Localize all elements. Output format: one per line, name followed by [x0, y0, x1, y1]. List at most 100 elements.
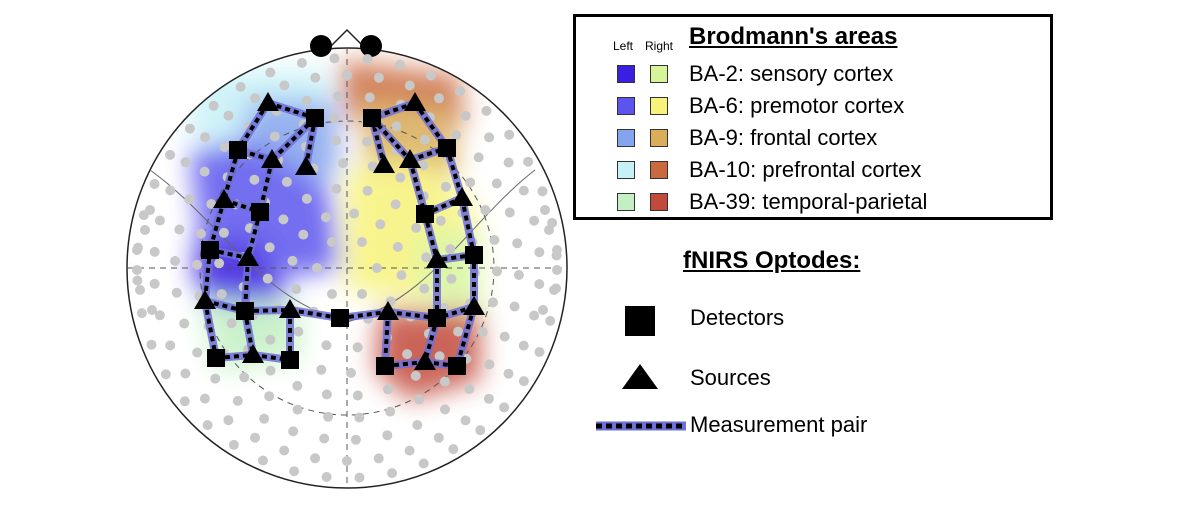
grid-dot [455, 86, 466, 97]
grid-dot [387, 468, 398, 479]
grid-dot [445, 244, 456, 255]
grid-dot [481, 105, 492, 116]
grid-dot [289, 466, 300, 477]
grid-dot [323, 411, 334, 422]
legend-row: BA-10: prefrontal cortex [576, 157, 1050, 187]
grid-dot [402, 349, 413, 360]
grid-dot [529, 310, 540, 321]
legend-area-label: BA-2: sensory cortex [689, 61, 894, 86]
grid-dot [404, 80, 415, 91]
channel-dash [423, 213, 439, 261]
source-marker [279, 299, 301, 318]
grid-dot [538, 305, 548, 315]
grid-dot [480, 205, 491, 215]
grid-dot [287, 255, 298, 266]
grid-dot [288, 426, 299, 437]
grid-dot [364, 92, 375, 103]
grid-dot [265, 67, 276, 78]
grid-dot [419, 134, 430, 145]
grid-dot [199, 166, 210, 177]
grid-dot [154, 310, 165, 321]
detector-marker [428, 309, 446, 327]
optodes-title: fNIRS Optodes: [683, 247, 861, 274]
nasion-marker-right [360, 35, 382, 57]
grid-dot [421, 252, 432, 263]
detector-marker [416, 205, 434, 223]
grid-dot [239, 372, 250, 383]
grid-dot [154, 215, 165, 226]
grid-dot [540, 205, 550, 215]
grid-dot [165, 149, 176, 160]
right-swatch [650, 129, 668, 147]
grid-dot [136, 308, 147, 319]
grid-dot [460, 110, 471, 121]
grid-dot [140, 225, 150, 235]
grid-dot [338, 158, 348, 169]
left-swatch [617, 193, 635, 211]
grid-dot [396, 270, 407, 281]
detector-marker [363, 109, 381, 127]
channel-dash [203, 300, 218, 359]
grid-dot [419, 283, 430, 294]
grid-dot [460, 415, 471, 426]
legend-area-label: BA-39: temporal-parietal [689, 189, 928, 214]
right-swatch [650, 161, 668, 179]
pair-label: Measurement pair [690, 412, 868, 437]
detector-marker [465, 246, 483, 264]
grid-dot [499, 402, 510, 413]
grid-dot [483, 393, 494, 404]
grid-dot [448, 444, 459, 455]
legend-title: Brodmann's areas [689, 23, 898, 50]
sources-label: Sources [690, 365, 771, 390]
right-swatch [650, 193, 668, 211]
left-swatch [617, 97, 635, 115]
grid-dot [383, 384, 393, 395]
grid-dot [210, 373, 221, 384]
grid-dot [440, 181, 451, 192]
legend-row: BA-39: temporal-parietal [576, 189, 1050, 219]
grid-dot [316, 364, 327, 375]
grid-dot [171, 287, 182, 298]
grid-dot [278, 214, 289, 225]
left-swatch [617, 161, 635, 179]
grid-dot [329, 113, 340, 124]
grid-dot [426, 70, 436, 81]
grid-dot [513, 270, 524, 280]
grid-dot [504, 207, 515, 218]
grid-dot [523, 156, 534, 167]
grid-dot [414, 394, 425, 405]
grid-dot [250, 432, 260, 443]
grid-dot [135, 285, 145, 295]
channel-dash [244, 308, 291, 313]
left-swatch [617, 65, 635, 83]
source-key-icon [622, 364, 658, 389]
grid-dot [373, 453, 384, 464]
grid-dot [149, 246, 160, 257]
legend-col-right: Right [645, 39, 674, 53]
grid-dot [352, 390, 363, 401]
grid-dot [372, 263, 382, 273]
grid-dot [544, 225, 554, 235]
grid-dot [331, 135, 342, 146]
grid-dot [146, 339, 157, 350]
grid-dot [453, 326, 464, 337]
grid-dot [518, 185, 529, 196]
grid-dot [549, 285, 559, 295]
grid-dot [281, 176, 292, 187]
legend-box: Brodmann's areas Left Right BA-2: sensor… [573, 14, 1053, 220]
grid-dot [202, 420, 213, 431]
grid-dot [226, 318, 237, 329]
grid-dot [327, 289, 337, 299]
grid-dot [475, 425, 486, 436]
grid-dot [552, 245, 562, 255]
source-marker [194, 290, 216, 309]
grid-dot [434, 351, 445, 362]
detector-key-icon [625, 306, 655, 336]
source-marker [377, 301, 399, 320]
grid-dot [265, 334, 276, 345]
grid-dot [147, 305, 157, 315]
grid-dot [434, 93, 444, 104]
grid-dot [357, 289, 367, 299]
grid-dot [310, 453, 321, 464]
grid-dot [504, 129, 515, 140]
